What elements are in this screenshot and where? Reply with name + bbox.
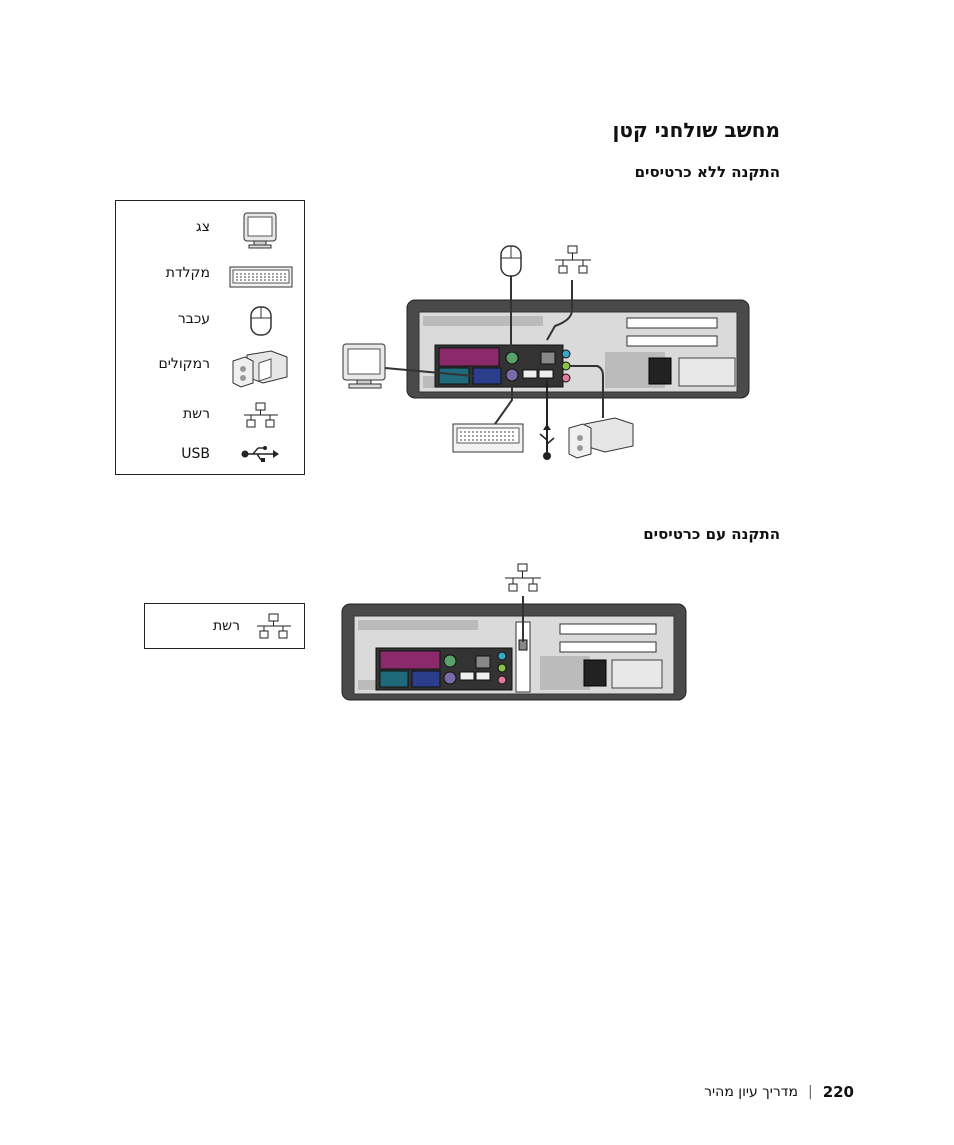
legend-box-no-cards: צג מקלדת עכבר רמקולים רשת USB xyxy=(115,200,305,475)
legend-label-mouse: עכבר xyxy=(177,311,210,327)
network-device-icon xyxy=(555,245,591,274)
serial-port xyxy=(379,670,409,688)
legend-label-monitor: צג xyxy=(195,219,210,235)
network-port xyxy=(540,351,556,365)
section-heading-no-cards: התקנה ללא כרטיסים xyxy=(634,163,780,181)
legend-box-with-cards: רשת xyxy=(144,603,305,649)
keyboard-device-icon xyxy=(452,423,524,453)
network-icon xyxy=(257,613,291,639)
monitor-icon xyxy=(243,212,277,249)
legend-label-usb: USB xyxy=(181,446,210,462)
network-icon xyxy=(244,402,278,428)
mouse-port xyxy=(505,351,519,365)
usb-icon xyxy=(241,446,279,462)
mouse-icon xyxy=(250,306,272,336)
section-heading-with-cards: התקנה עם כרטיסים xyxy=(643,525,780,543)
network-device-icon xyxy=(505,563,541,592)
footer-separator: | xyxy=(807,1084,813,1100)
speakers-device-icon xyxy=(568,417,634,459)
vga-port xyxy=(411,670,441,688)
legend-label-network-2: רשת xyxy=(212,618,240,634)
computer-rear-diagram-no-cards xyxy=(342,245,750,460)
legend-label-speakers: רמקולים xyxy=(158,356,210,372)
parallel-port xyxy=(379,650,441,670)
vga-port xyxy=(472,367,502,385)
legend-label-keyboard: מקלדת xyxy=(165,265,210,281)
speakers-icon xyxy=(232,350,288,388)
page-number: 220 xyxy=(822,1083,854,1101)
usb-device-icon xyxy=(539,380,555,460)
usb-port-2 xyxy=(538,369,554,379)
parallel-port xyxy=(438,347,500,367)
power-connector xyxy=(648,357,672,385)
guide-title: מדריך עיון מהיר xyxy=(704,1084,798,1100)
monitor-device-icon xyxy=(342,343,386,389)
keyboard-icon xyxy=(229,266,293,288)
page-title: מחשב שולחני קטן xyxy=(612,118,781,142)
keyboard-port xyxy=(505,368,519,382)
computer-rear-diagram-with-cards xyxy=(341,563,687,701)
usb-port-1 xyxy=(522,369,538,379)
page-footer: 220 | מדריך עיון מהיר xyxy=(704,1083,854,1101)
legend-label-network: רשת xyxy=(182,406,210,422)
power-connector xyxy=(583,659,607,687)
